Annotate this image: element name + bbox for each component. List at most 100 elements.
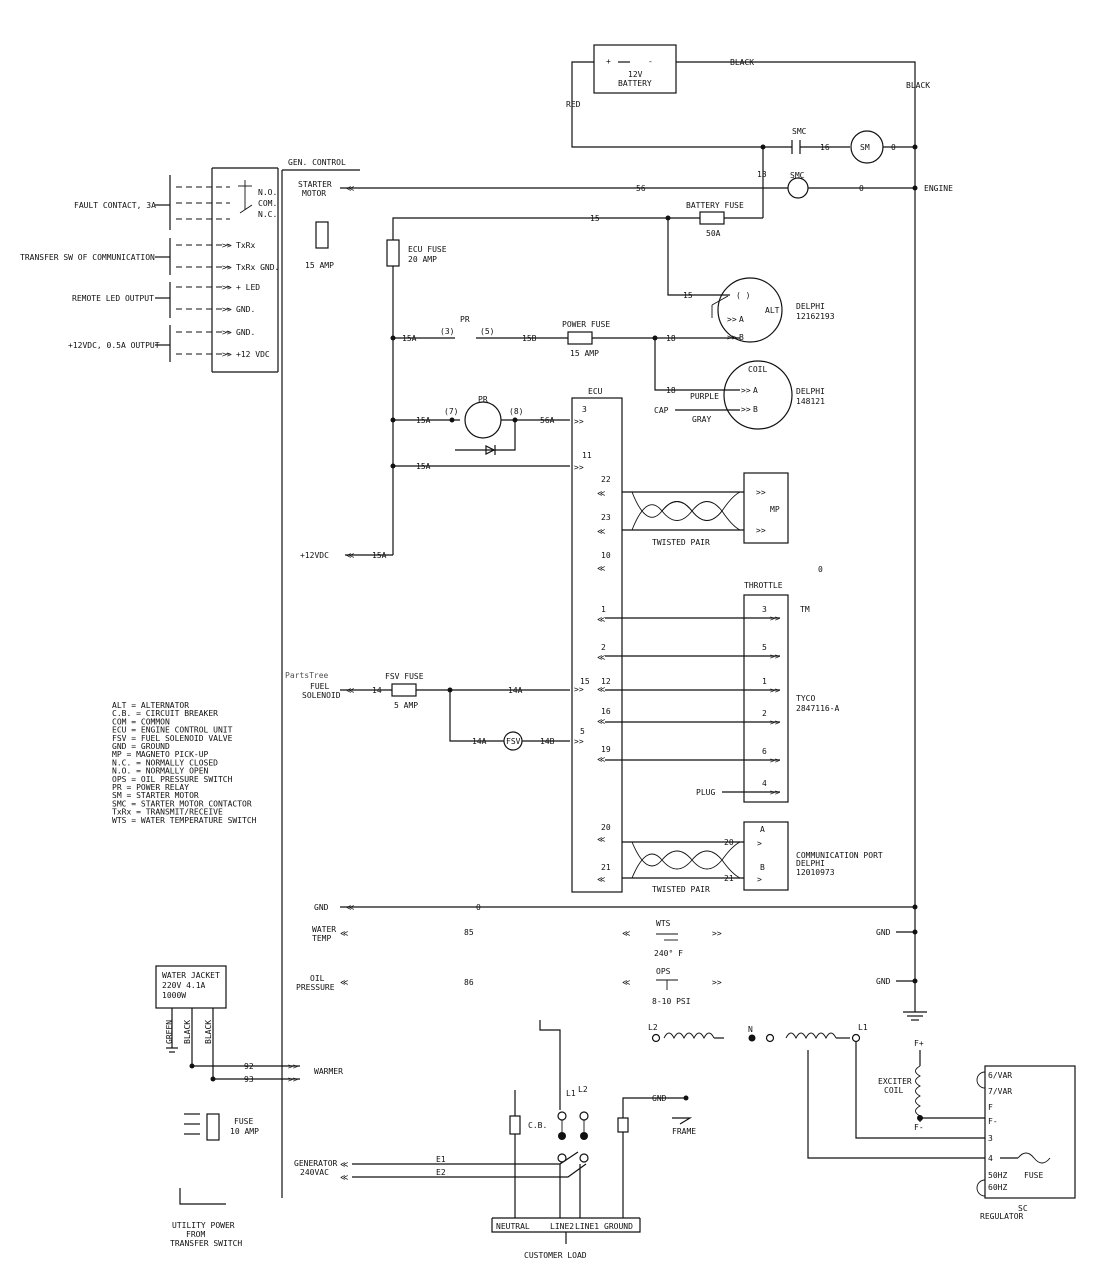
reg-t4: F- xyxy=(988,1117,998,1126)
comm-w20: 20 xyxy=(724,838,734,847)
battery-title: 12V xyxy=(628,70,643,79)
relay-w56a: 56A xyxy=(540,416,555,425)
ecu-pin-5: 5 xyxy=(580,727,585,736)
power-fuse-symbol xyxy=(567,331,593,345)
ecu-pin-22: 22 xyxy=(601,475,611,484)
svg-text:≪: ≪ xyxy=(346,551,354,560)
relay-n8: (8) xyxy=(509,407,523,416)
svg-text:>>: >> xyxy=(727,315,737,324)
throttle-pin-5: 5 xyxy=(762,643,767,652)
throttle-pin-1: 1 xyxy=(762,677,767,686)
coil-symbol xyxy=(723,360,793,430)
engine-label: ENGINE xyxy=(924,184,953,193)
ecu-pin-2: 2 xyxy=(601,643,606,652)
legend-line: COM = COMMON xyxy=(112,717,170,726)
plus12-label: +12 VDC xyxy=(236,350,270,359)
alternator-symbol xyxy=(717,277,783,343)
mp-label: MP xyxy=(770,505,780,514)
comm-label3: 12010973 xyxy=(796,868,835,877)
legend-line: WTS = WATER TEMPERATURE SWITCH xyxy=(112,816,257,825)
throttle-pin-2: 2 xyxy=(762,709,767,718)
wire-green: GREEN xyxy=(165,1020,174,1044)
coil-part2: 148121 xyxy=(796,397,825,406)
svg-text:>>: >> xyxy=(574,463,584,472)
throttle-pin-6: 6 xyxy=(762,747,767,756)
throttle-pin-3: 3 xyxy=(762,605,767,614)
oil-label2: PRESSURE xyxy=(296,983,335,992)
w15a-pr: 15A xyxy=(402,334,417,343)
svg-text:≪: ≪ xyxy=(597,685,605,694)
ecu-pin-10: 10 xyxy=(601,551,611,560)
legend-line: FSV = FUEL SOLENOID VALVE xyxy=(112,734,233,743)
wire-16: 16 xyxy=(820,143,830,152)
fsv-symbol-label: FSV xyxy=(506,737,521,746)
transfer-label: TRANSFER SW OF COMMUNICATION xyxy=(20,253,155,262)
ecu-pin-1: 1 xyxy=(601,605,606,614)
relay-coil-symbol xyxy=(464,401,502,439)
oil-w86: 86 xyxy=(464,978,474,987)
ecu-fuse-symbol xyxy=(386,239,400,267)
ecu-pin-20: 20 xyxy=(601,823,611,832)
svg-text:>>: >> xyxy=(770,788,780,797)
svg-text:≪: ≪ xyxy=(597,564,605,573)
svg-text:≪: ≪ xyxy=(597,875,605,884)
reg-t7: 50HZ xyxy=(988,1171,1007,1180)
svg-text:≪: ≪ xyxy=(597,615,605,624)
svg-text:≪: ≪ xyxy=(622,929,630,938)
svg-text:>>: >> xyxy=(770,718,780,727)
ecu-pin-3: 3 xyxy=(582,405,587,414)
ecu-pin-23: 23 xyxy=(601,513,611,522)
fuse10-rating: 10 AMP xyxy=(230,1127,259,1136)
svg-text:>>: >> xyxy=(770,614,780,623)
pr-label: PR xyxy=(460,315,470,324)
mp-twisted: TWISTED PAIR xyxy=(652,538,710,547)
watermark: PartsTree TM xyxy=(285,605,810,680)
ecu-fuse-rating: 20 AMP xyxy=(408,255,437,264)
comm-w21: 21 xyxy=(724,874,734,883)
ops-label: OPS xyxy=(656,967,671,976)
gnd-row-label: GND xyxy=(314,903,329,912)
throttle-pin-4: 4 xyxy=(762,779,767,788)
comm-label1: COMMUNICATION PORT xyxy=(796,851,883,860)
svg-text:>>: >> xyxy=(222,263,232,272)
ops-psi: 8-10 PSI xyxy=(652,997,691,1006)
load-line1: LINE1 xyxy=(575,1222,599,1231)
w18b: 18 xyxy=(666,386,676,395)
sm-label: SM xyxy=(860,143,870,152)
gen-e1: E1 xyxy=(436,1155,446,1164)
legend-line: C.B. = CIRCUIT BREAKER xyxy=(112,709,218,718)
water-jacket-section: WATER JACKET 220V 4.1A 1000W GREEN BLACK… xyxy=(155,965,343,1248)
no-label: N.O. xyxy=(258,188,277,197)
gen-l1: GENERATOR xyxy=(294,1159,338,1168)
n3: (3) xyxy=(440,327,454,336)
comm-twisted: TWISTED PAIR xyxy=(652,885,710,894)
com-label: COM. xyxy=(258,199,277,208)
throttle-plug: PLUG xyxy=(696,788,715,797)
warmer-label: WARMER xyxy=(314,1067,343,1076)
reg-t8: 60HZ xyxy=(988,1183,1007,1192)
coil-a: A xyxy=(753,386,758,395)
gen-control-box: GEN. CONTROL 15 AMP xyxy=(211,158,360,1198)
alt-part2: 12162193 xyxy=(796,312,835,321)
neutral-resistor xyxy=(509,1115,521,1135)
comm-label2: DELPHI xyxy=(796,859,825,868)
starter-label-1: STARTER xyxy=(298,180,332,189)
wire-56: 56 xyxy=(636,184,646,193)
svg-text:>>: >> xyxy=(756,526,766,535)
utility-l1: UTILITY POWER xyxy=(172,1221,235,1230)
gnd2-label: GND. xyxy=(236,328,255,337)
wire-red: RED xyxy=(566,100,581,109)
water-label2: TEMP xyxy=(312,934,331,943)
svg-text:>>: >> xyxy=(574,417,584,426)
svg-text:>>: >> xyxy=(712,978,722,987)
cb-l2: L2 xyxy=(578,1085,588,1094)
legend-line: GND = GROUND xyxy=(112,742,170,751)
load-ground: GROUND xyxy=(604,1222,633,1231)
wire-0b: 0 xyxy=(859,184,864,193)
wire-gray: GRAY xyxy=(692,415,711,424)
reg-t6: 4 xyxy=(988,1154,993,1163)
utility-l2: FROM xyxy=(186,1230,205,1239)
left-panel: FAULT CONTACT, 3A N.O. COM. N.C. TRANSFE… xyxy=(20,175,279,362)
legend-line: PR = POWER RELAY xyxy=(112,783,189,792)
throttle-zero: 0 xyxy=(818,565,823,574)
